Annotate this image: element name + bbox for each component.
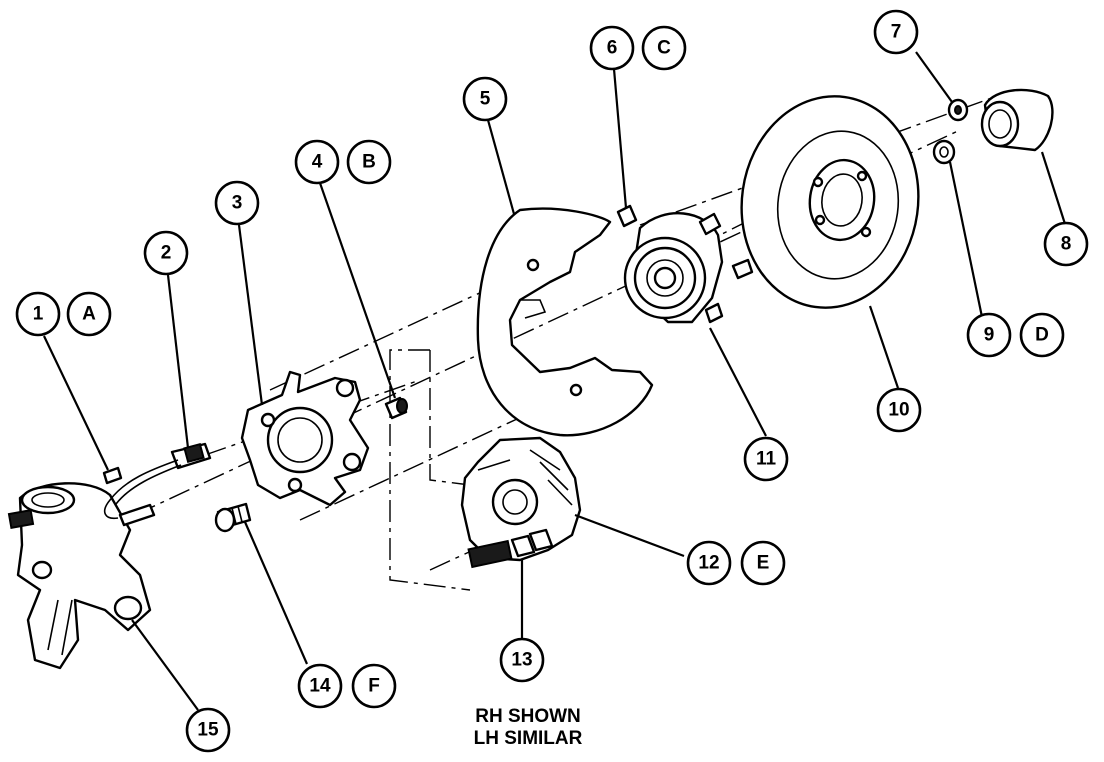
sensor-bolt xyxy=(102,466,123,485)
callout-6: 6 xyxy=(589,25,635,71)
diagram-note: RH SHOWN LH SIMILAR xyxy=(438,706,618,750)
callout-2: 2 xyxy=(143,230,189,276)
svg-text:12: 12 xyxy=(698,553,719,574)
dust-shield xyxy=(476,207,654,437)
callout-10: 10 xyxy=(876,387,922,433)
svg-text:5: 5 xyxy=(480,89,491,110)
steering-knuckle xyxy=(7,482,152,670)
callout-D: D xyxy=(1019,312,1065,358)
callout-14: 14 xyxy=(297,663,343,709)
callout-12: 12 xyxy=(686,540,732,586)
callout-C: C xyxy=(641,25,687,71)
svg-text:9: 9 xyxy=(984,325,995,346)
svg-text:13: 13 xyxy=(511,650,532,671)
callout-4: 4 xyxy=(294,139,340,185)
svg-text:14: 14 xyxy=(309,676,331,697)
note-line-2: LH SIMILAR xyxy=(473,728,583,749)
svg-text:C: C xyxy=(657,38,671,59)
svg-text:6: 6 xyxy=(607,38,618,59)
caliper-bolt xyxy=(510,528,554,558)
leader-lines xyxy=(43,51,1067,711)
brake-caliper xyxy=(460,436,582,569)
callout-5: 5 xyxy=(462,76,508,122)
callout-9: 9 xyxy=(966,312,1012,358)
svg-text:D: D xyxy=(1035,325,1049,346)
svg-text:F: F xyxy=(368,676,380,697)
callout-E: E xyxy=(740,540,786,586)
caliper-adapter xyxy=(240,370,370,507)
callout-7: 7 xyxy=(873,9,919,55)
svg-text:15: 15 xyxy=(197,720,219,741)
mounting-bolt xyxy=(214,502,252,533)
svg-text:4: 4 xyxy=(312,152,323,173)
adapter-bolt xyxy=(384,396,408,420)
svg-text:8: 8 xyxy=(1061,234,1072,255)
washer xyxy=(947,98,969,122)
svg-text:B: B xyxy=(362,152,376,173)
note-line-1: RH SHOWN xyxy=(475,706,581,727)
svg-text:2: 2 xyxy=(161,243,172,264)
callout-F: F xyxy=(351,663,397,709)
grease-cap xyxy=(980,88,1054,152)
callout-1: 1 xyxy=(15,291,61,337)
hub-bolt xyxy=(616,204,638,228)
callout-13: 13 xyxy=(499,637,545,683)
brake-rotor xyxy=(740,95,920,309)
svg-text:3: 3 xyxy=(232,193,243,214)
callout-11: 11 xyxy=(743,436,789,482)
callout-A: A xyxy=(66,291,112,337)
callout-B: B xyxy=(346,139,392,185)
svg-text:E: E xyxy=(757,553,770,574)
svg-text:A: A xyxy=(82,304,96,325)
callout-15: 15 xyxy=(185,707,231,753)
hub-bearing-assembly xyxy=(623,212,754,324)
svg-text:1: 1 xyxy=(33,304,44,325)
svg-text:7: 7 xyxy=(891,22,902,43)
hub-nut xyxy=(932,139,956,165)
svg-text:11: 11 xyxy=(756,449,777,470)
callout-8: 8 xyxy=(1043,221,1089,267)
svg-text:10: 10 xyxy=(888,400,909,421)
abs-sensor xyxy=(103,442,212,527)
callout-3: 3 xyxy=(214,180,260,226)
